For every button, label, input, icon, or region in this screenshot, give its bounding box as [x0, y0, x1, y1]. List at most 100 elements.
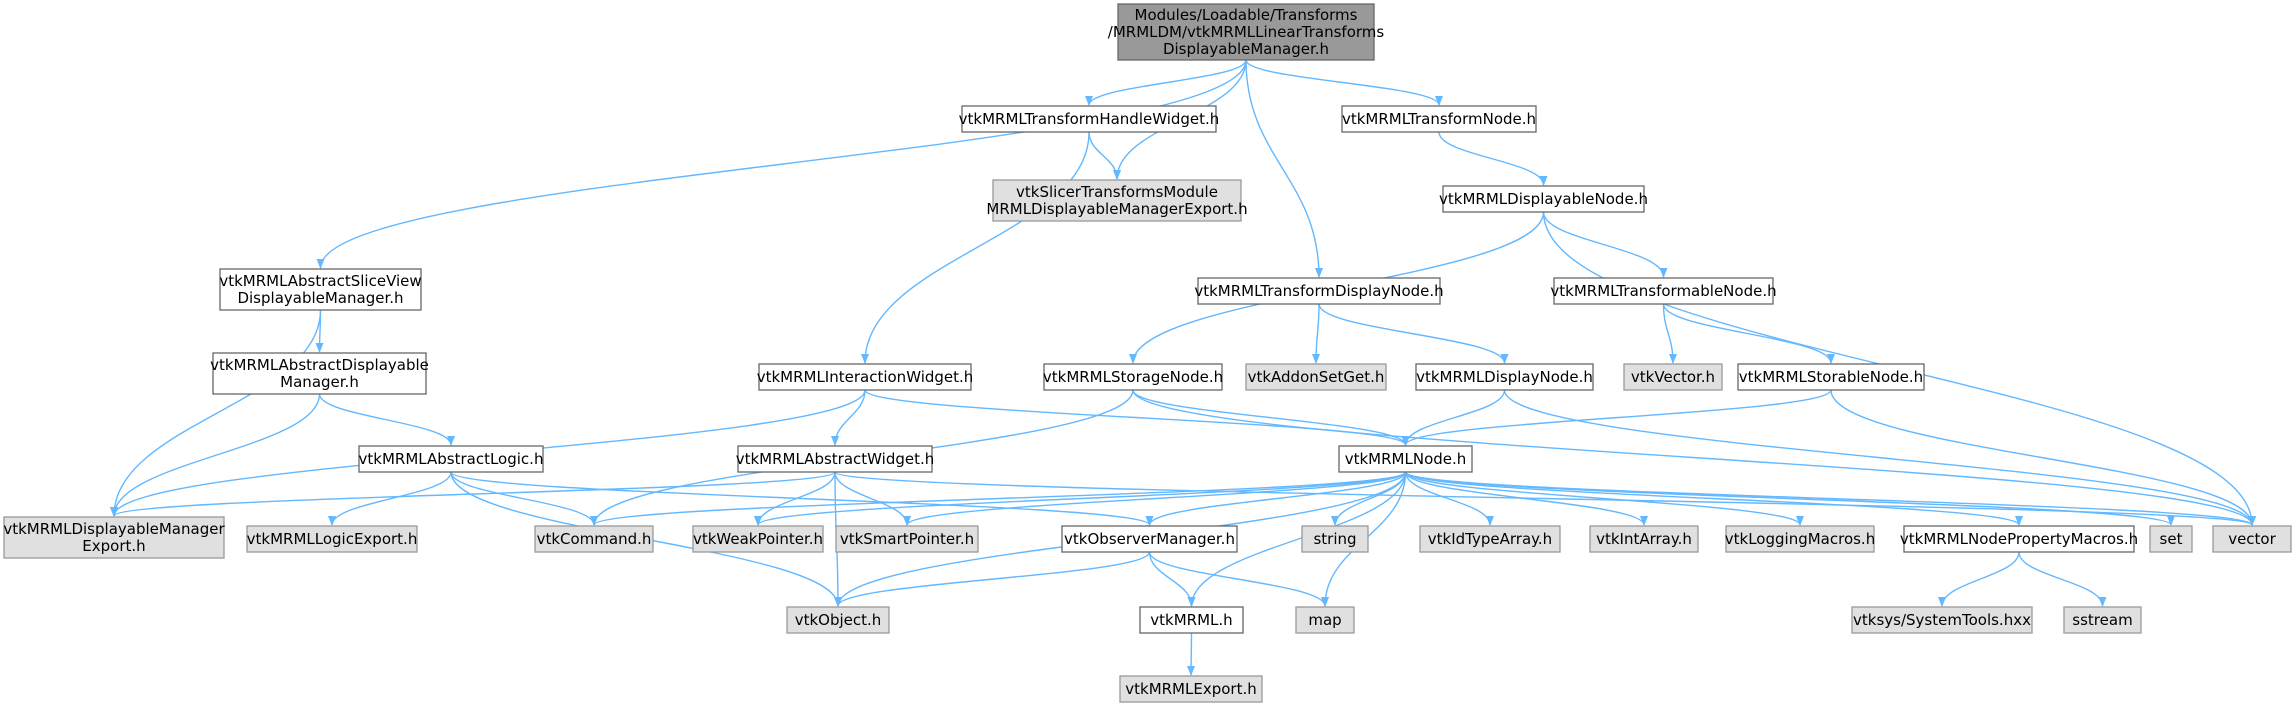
node-mrmlexport[interactable]: vtkMRMLExport.h: [1119, 675, 1263, 703]
node-storablenode[interactable]: vtkMRMLStorableNode.h: [1737, 363, 1925, 391]
node-logicexport[interactable]: vtkMRMLLogicExport.h: [246, 525, 418, 553]
edge-mrmlnode-to-loggingmacros: [1404, 471, 1804, 526]
node-weakpointer[interactable]: vtkWeakPointer.h: [692, 525, 824, 553]
node-map[interactable]: map: [1295, 606, 1355, 634]
node-box-vtkobject[interactable]: [786, 606, 890, 634]
node-vtkcommand[interactable]: vtkCommand.h: [534, 525, 654, 553]
node-transformnode[interactable]: vtkMRMLTransformNode.h: [1341, 105, 1537, 133]
node-smartpointer[interactable]: vtkSmartPointer.h: [835, 525, 979, 553]
node-storagenode[interactable]: vtkMRMLStorageNode.h: [1043, 363, 1223, 391]
node-interactionwidget[interactable]: vtkMRMLInteractionWidget.h: [757, 363, 974, 391]
node-box-displayablenode[interactable]: [1442, 185, 1645, 213]
edge-displaynode-to-vector: [1503, 389, 2256, 526]
node-displaynode[interactable]: vtkMRMLDisplayNode.h: [1415, 363, 1594, 391]
node-box-transformnode[interactable]: [1341, 105, 1537, 133]
nodes-layer: Modules/Loadable/Transforms/MRMLDM/vtkMR…: [3, 3, 2292, 703]
edge-mrmlnode-to-smartpointer: [903, 471, 1407, 526]
node-box-mrmlnode[interactable]: [1338, 445, 1473, 473]
node-box-map[interactable]: [1295, 606, 1355, 634]
node-box-vector[interactable]: [2212, 525, 2292, 553]
edge-propertymacros-to-systemtools: [1938, 551, 2020, 607]
node-label-observermanager-line-0: vtkObserverManager.h: [1064, 530, 1235, 548]
node-box-vtkvector[interactable]: [1623, 363, 1723, 391]
node-box-smartpointer[interactable]: [835, 525, 979, 553]
node-label-logicexport-line-0: vtkMRMLLogicExport.h: [247, 530, 418, 548]
node-loggingmacros[interactable]: vtkLoggingMacros.h: [1725, 525, 1875, 553]
edge-transformablenode-to-vtkvector: [1662, 303, 1677, 364]
node-addonset[interactable]: vtkAddonSetGet.h: [1245, 363, 1387, 391]
node-root[interactable]: Modules/Loadable/Transforms/MRMLDM/vtkMR…: [1108, 3, 1385, 61]
node-box-vtkcommand[interactable]: [534, 525, 654, 553]
node-systemtools[interactable]: vtksys/SystemTools.hxx: [1851, 606, 2033, 634]
node-observermanager[interactable]: vtkObserverManager.h: [1061, 525, 1238, 553]
node-box-intarray[interactable]: [1589, 525, 1699, 553]
node-box-logicexport[interactable]: [246, 525, 418, 553]
node-handlewidget[interactable]: vtkMRMLTransformHandleWidget.h: [959, 105, 1220, 133]
node-vector[interactable]: vector: [2212, 525, 2292, 553]
node-label-mrmlexport-line-0: vtkMRMLExport.h: [1125, 680, 1256, 698]
node-label-weakpointer-line-0: vtkWeakPointer.h: [693, 530, 823, 548]
node-label-string-line-0: string: [1313, 530, 1356, 548]
edge-mrmlnode-to-vector: [1404, 471, 2256, 526]
node-label-handlewidget-line-0: vtkMRMLTransformHandleWidget.h: [959, 110, 1220, 128]
edges-layer: [110, 59, 2256, 676]
node-propertymacros[interactable]: vtkMRMLNodePropertyMacros.h: [1900, 525, 2138, 553]
edge-storablenode-to-mrmlnode: [1401, 389, 1832, 446]
node-box-abstractwidget[interactable]: [737, 445, 933, 473]
node-set[interactable]: set: [2149, 525, 2193, 553]
node-box-transformablenode[interactable]: [1553, 277, 1774, 305]
node-box-idtypearray[interactable]: [1419, 525, 1561, 553]
node-abstractwidget[interactable]: vtkMRMLAbstractWidget.h: [736, 445, 935, 473]
node-box-abstractdisplayable[interactable]: [212, 352, 427, 395]
node-label-vtkmrml-line-0: vtkMRML.h: [1150, 611, 1232, 629]
edge-transformablenode-to-storablenode: [1662, 303, 1835, 364]
node-transformdisplaynode[interactable]: vtkMRMLTransformDisplayNode.h: [1194, 277, 1444, 305]
node-abstractlogic[interactable]: vtkMRMLAbstractLogic.h: [358, 445, 544, 473]
node-box-observermanager[interactable]: [1061, 525, 1238, 553]
node-transformablenode[interactable]: vtkMRMLTransformableNode.h: [1550, 277, 1777, 305]
node-box-weakpointer[interactable]: [692, 525, 824, 553]
node-vtkobject[interactable]: vtkObject.h: [786, 606, 890, 634]
node-string[interactable]: string: [1301, 525, 1369, 553]
node-vtkvector[interactable]: vtkVector.h: [1623, 363, 1723, 391]
node-box-storagenode[interactable]: [1043, 363, 1223, 391]
node-box-displaynode[interactable]: [1415, 363, 1594, 391]
node-label-root-line-0: Modules/Loadable/Transforms: [1135, 6, 1358, 24]
node-box-storablenode[interactable]: [1737, 363, 1925, 391]
edge-propertymacros-to-sstream: [2018, 551, 2107, 607]
edge-mrmlnode-to-weakpointer: [754, 471, 1407, 526]
node-mrmlnode[interactable]: vtkMRMLNode.h: [1338, 445, 1473, 473]
node-box-addonset[interactable]: [1245, 363, 1387, 391]
edge-root-to-transformnode: [1245, 59, 1443, 106]
node-box-interactionwidget[interactable]: [758, 363, 972, 391]
node-box-propertymacros[interactable]: [1903, 525, 2135, 553]
edge-abstractwidget-to-vector: [834, 471, 2256, 526]
node-vtkmrml[interactable]: vtkMRML.h: [1139, 606, 1244, 634]
edge-mrmlnode-to-idtypearray: [1404, 471, 1494, 526]
node-label-vtkcommand-line-0: vtkCommand.h: [537, 530, 652, 548]
node-box-slicerexport[interactable]: [992, 179, 1242, 222]
node-intarray[interactable]: vtkIntArray.h: [1589, 525, 1699, 553]
node-displayablenode[interactable]: vtkMRMLDisplayableNode.h: [1439, 185, 1648, 213]
node-box-abstractsliceview[interactable]: [219, 268, 422, 311]
node-box-loggingmacros[interactable]: [1725, 525, 1875, 553]
node-abstractsliceview[interactable]: vtkMRMLAbstractSliceViewDisplayableManag…: [219, 268, 422, 311]
node-sstream[interactable]: sstream: [2063, 606, 2142, 634]
node-box-transformdisplaynode[interactable]: [1197, 277, 1441, 305]
node-box-vtkmrml[interactable]: [1139, 606, 1244, 634]
node-box-root[interactable]: [1117, 3, 1375, 61]
node-box-abstractlogic[interactable]: [358, 445, 544, 473]
node-label-storablenode-line-0: vtkMRMLStorableNode.h: [1739, 368, 1923, 386]
node-box-handlewidget[interactable]: [961, 105, 1217, 133]
node-idtypearray[interactable]: vtkIdTypeArray.h: [1419, 525, 1561, 553]
node-box-dmexport[interactable]: [3, 516, 225, 559]
node-slicerexport[interactable]: vtkSlicerTransformsModuleMRMLDisplayable…: [986, 179, 1248, 222]
node-box-mrmlexport[interactable]: [1119, 675, 1263, 703]
node-box-systemtools[interactable]: [1851, 606, 2033, 634]
node-box-string[interactable]: [1301, 525, 1369, 553]
node-box-set[interactable]: [2149, 525, 2193, 553]
node-box-sstream[interactable]: [2063, 606, 2142, 634]
edge-mrmlnode-to-intarray: [1404, 471, 1648, 526]
